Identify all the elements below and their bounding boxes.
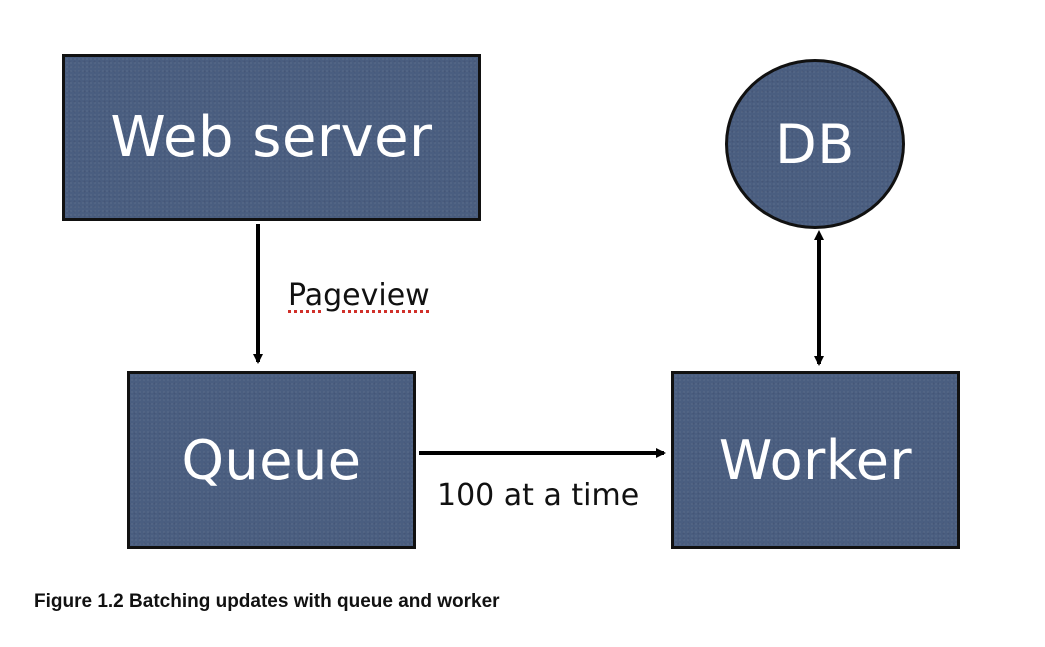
web-server-label: Web server xyxy=(110,105,433,170)
pageview-edge-label: Pageview xyxy=(288,278,430,313)
db-label: DB xyxy=(775,112,855,176)
worker-label: Worker xyxy=(718,428,913,492)
figure-caption: Figure 1.2 Batching updates with queue a… xyxy=(34,591,500,612)
db-node: DB xyxy=(725,59,905,229)
batch-edge-label: 100 at a time xyxy=(437,478,640,513)
queue-label: Queue xyxy=(181,428,362,492)
queue-node: Queue xyxy=(127,371,416,549)
worker-node: Worker xyxy=(671,371,960,549)
web-server-node: Web server xyxy=(62,54,481,221)
